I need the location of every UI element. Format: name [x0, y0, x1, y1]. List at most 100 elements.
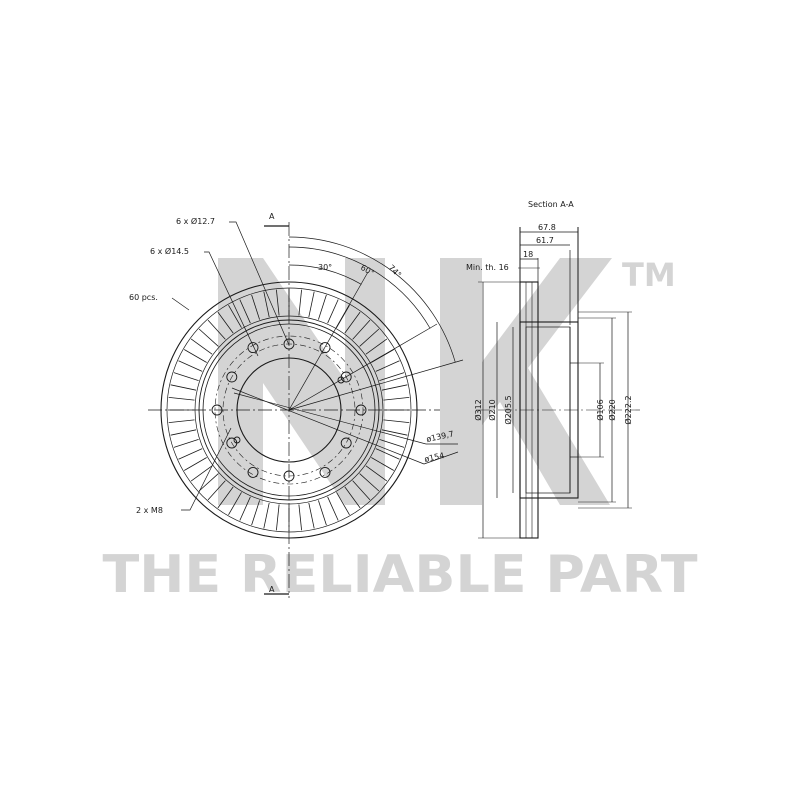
- leader-pcd2: [231, 387, 425, 465]
- diameter-label-312: Ø312: [473, 399, 483, 421]
- vane: [263, 502, 270, 529]
- angle-label-74: 74°: [387, 263, 403, 279]
- section-label-bottom: A: [269, 585, 275, 594]
- vane: [327, 299, 339, 324]
- vane-ring-outer: [166, 287, 412, 533]
- vane: [276, 504, 280, 531]
- diameter-label-210: Ø210: [487, 399, 497, 421]
- angle-ray-74: [288, 359, 464, 411]
- vane: [170, 429, 197, 436]
- section-title: Section A-A: [528, 200, 574, 209]
- aux-hole: [319, 342, 331, 354]
- aux-hole: [319, 466, 331, 478]
- callout-threads: 2 x M8: [136, 506, 163, 515]
- diameter-label-106: Ø106: [595, 399, 605, 421]
- vane: [239, 299, 251, 324]
- vane: [183, 349, 207, 363]
- vane: [352, 319, 371, 340]
- vane: [178, 360, 203, 372]
- vane: [383, 397, 410, 401]
- vane: [190, 338, 213, 355]
- vane: [228, 492, 242, 516]
- vane: [375, 448, 400, 460]
- vane: [251, 294, 260, 320]
- section-view: [476, 227, 640, 539]
- watermark-tagline: THE RELIABLE PART: [103, 545, 699, 605]
- angle-label-30: 30°: [318, 263, 332, 272]
- vane: [183, 457, 207, 471]
- aux-hole: [247, 342, 259, 354]
- friction-inner-edge: [198, 319, 380, 501]
- vane: [379, 439, 405, 448]
- vane: [228, 304, 242, 328]
- vane: [383, 419, 410, 423]
- callout-holes-small: 6 x Ø14.5: [150, 246, 189, 256]
- leader-pcd2-tail: [423, 451, 459, 465]
- thread-hole: [233, 436, 241, 444]
- vane: [365, 465, 388, 482]
- vane: [198, 328, 219, 347]
- width-label-61-7: 61.7: [536, 236, 554, 245]
- vane: [298, 504, 302, 531]
- thread-hole: [337, 376, 345, 384]
- vane: [344, 486, 361, 509]
- leader-holes-large: [229, 221, 290, 346]
- leader-threads: [181, 427, 232, 511]
- vane: [381, 429, 408, 436]
- diameter-label-205-5: Ø205.5: [503, 395, 513, 424]
- bolt-holes: [211, 338, 367, 482]
- vane: [173, 439, 199, 448]
- vane: [308, 502, 315, 529]
- vane: [173, 372, 199, 381]
- vane: [263, 291, 270, 318]
- vane-ring-inner: [194, 315, 384, 505]
- vane: [318, 500, 327, 526]
- vane: [379, 372, 405, 381]
- aux-hole: [355, 404, 367, 416]
- vane: [371, 457, 395, 471]
- vane: [352, 480, 371, 501]
- bolt-hole: [283, 338, 295, 350]
- vane: [308, 291, 315, 318]
- vane: [170, 384, 197, 391]
- outer-rim: [160, 281, 418, 539]
- diameter-label-pcd2: ø154: [424, 451, 446, 464]
- vane: [168, 419, 195, 423]
- vane: [217, 486, 234, 509]
- watermark: TM THE RELIABLE PART: [103, 256, 699, 605]
- vane: [298, 289, 302, 316]
- vane: [344, 311, 361, 334]
- vane: [178, 448, 203, 460]
- bolt-hole: [283, 470, 295, 482]
- cooling-vanes: [168, 289, 410, 531]
- center-bore: [236, 357, 342, 463]
- vane: [251, 500, 260, 526]
- pcd-outer: [214, 335, 364, 485]
- front-view: [148, 221, 464, 598]
- aux-hole: [211, 404, 223, 416]
- bolt-hole: [226, 371, 238, 383]
- hat-outer-edge: [202, 323, 376, 497]
- vane: [168, 397, 195, 401]
- vane: [359, 473, 380, 492]
- vane: [359, 328, 380, 347]
- angle-arc-60: [288, 246, 431, 329]
- width-label-67-8: 67.8: [538, 223, 556, 232]
- vane: [276, 289, 280, 316]
- vane: [381, 384, 408, 391]
- vane: [336, 492, 350, 516]
- aux-hole: [247, 466, 259, 478]
- section-label-top: A: [269, 212, 275, 221]
- vane: [318, 294, 327, 320]
- bolt-hole: [340, 437, 352, 449]
- vane: [190, 465, 213, 482]
- section-view-labels: Section A-A 67.8 61.7 18 Min. th. 16 Ø31…: [466, 200, 633, 425]
- diameter-label-222-2: Ø222.2: [623, 395, 633, 424]
- vane: [336, 304, 350, 328]
- vane: [217, 311, 234, 334]
- diameter-label-220: Ø220: [607, 399, 617, 421]
- pcd-inner: [222, 343, 356, 477]
- leader-holes-small: [204, 251, 259, 357]
